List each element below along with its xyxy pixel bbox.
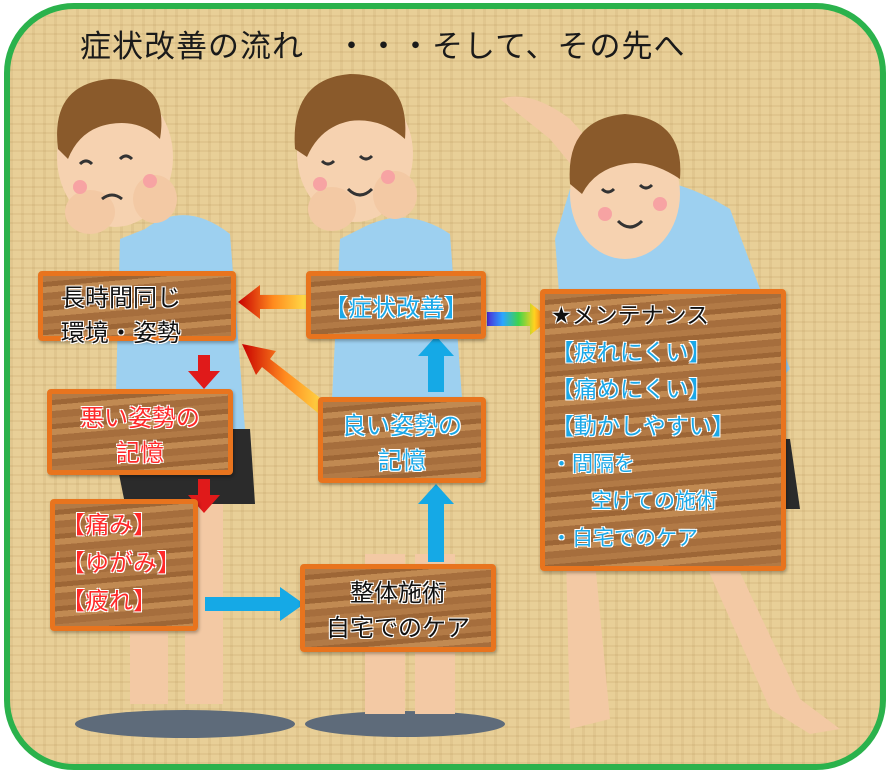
maintenance-item-less-injury: 【痛めにくい】 bbox=[551, 372, 781, 409]
box-good-posture-memory: 良い姿勢の 記憶 bbox=[318, 397, 486, 483]
page-title: 症状改善の流れ ・・・そして、その先へ bbox=[80, 21, 686, 66]
box-symptom-improvement: 【症状改善】 bbox=[306, 271, 486, 339]
symptom-pain: 【痛み】 bbox=[61, 506, 193, 544]
symptom-fatigue: 【疲れ】 bbox=[61, 582, 193, 620]
bad-posture-line1: 悪い姿勢の bbox=[52, 398, 228, 433]
box-symptoms: 【痛み】 【ゆがみ】 【疲れ】 bbox=[50, 499, 198, 631]
maintenance-item-easy-move: 【動かしやすい】 bbox=[551, 409, 781, 446]
maintenance-item-home-care: ・自宅でのケア bbox=[551, 520, 781, 557]
box-long-time-same-posture: 長時間同じ 環境・姿勢 bbox=[38, 271, 236, 341]
treatment-line2: 自宅でのケア bbox=[305, 608, 491, 643]
long-time-line2: 環境・姿勢 bbox=[61, 313, 231, 348]
box-bad-posture-memory: 悪い姿勢の 記憶 bbox=[47, 389, 233, 475]
maintenance-heading: ★メンテナンス bbox=[551, 298, 781, 335]
maintenance-item-less-tired: 【疲れにくい】 bbox=[551, 335, 781, 372]
maintenance-item-interval: ・間隔を bbox=[551, 446, 781, 483]
arrow-improvement-to-long-time bbox=[238, 285, 308, 319]
treatment-line1: 整体施術 bbox=[305, 573, 491, 608]
improvement-label: 【症状改善】 bbox=[311, 288, 481, 323]
arrow-good-posture-to-long-time bbox=[242, 344, 328, 413]
good-posture-line2: 記憶 bbox=[323, 441, 481, 476]
wood-frame: 症状改善の流れ ・・・そして、その先へ 長時間同じ 環境・姿勢 悪い姿勢の 記憶… bbox=[4, 3, 886, 770]
box-maintenance: ★メンテナンス 【疲れにくい】 【痛めにくい】 【動かしやすい】 ・間隔を 空け… bbox=[540, 289, 786, 571]
arrow-treatment-to-good-posture bbox=[418, 484, 454, 562]
long-time-line1: 長時間同じ bbox=[61, 278, 231, 313]
good-posture-line1: 良い姿勢の bbox=[323, 406, 481, 441]
bad-posture-line2: 記憶 bbox=[52, 433, 228, 468]
maintenance-item-interval-treatment: 空けての施術 bbox=[551, 483, 781, 520]
box-treatment-home-care: 整体施術 自宅でのケア bbox=[300, 564, 496, 652]
symptom-distortion: 【ゆがみ】 bbox=[61, 544, 193, 582]
